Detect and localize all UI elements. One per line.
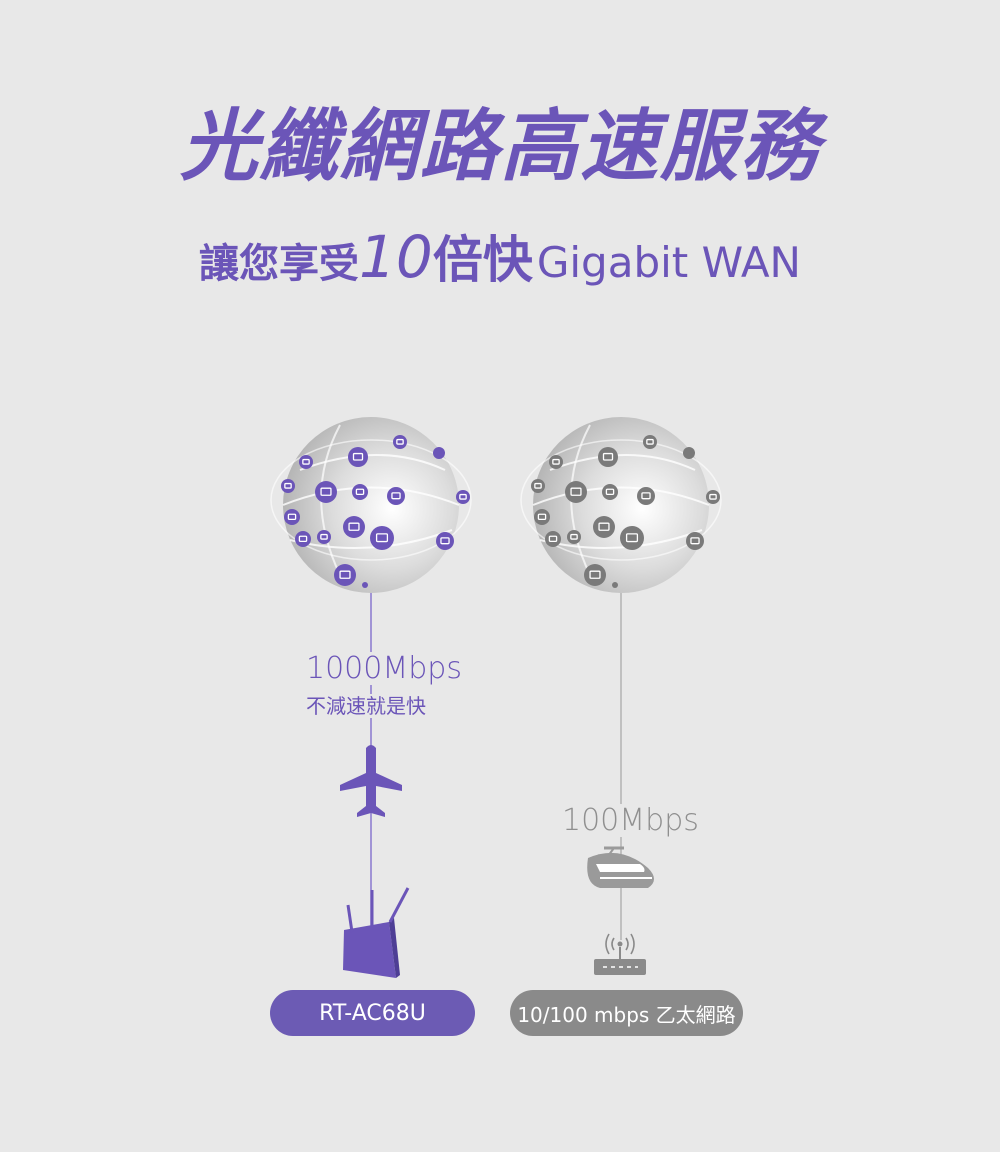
subtitle-suffix: Gigabit WAN: [536, 238, 801, 287]
device-node-icon: [637, 487, 655, 505]
ethernet-label-badge: 10/100 mbps 乙太網路: [510, 990, 743, 1036]
device-node-icon: [683, 447, 695, 459]
device-glyph-icon: [339, 570, 351, 579]
device-node-icon: [706, 490, 720, 504]
device-node-icon: [620, 526, 644, 550]
modem-icon: [594, 933, 646, 975]
gigabit-speed-label: 1000Mbps: [304, 651, 464, 686]
device-node-icon: [598, 447, 618, 467]
device-glyph-icon: [605, 488, 615, 496]
device-glyph-icon: [348, 522, 360, 531]
device-glyph-icon: [598, 522, 610, 531]
device-node-icon: [348, 447, 368, 467]
device-glyph-icon: [641, 492, 651, 500]
device-node-icon: [686, 532, 704, 550]
page-subtitle: 讓您享受10倍快Gigabit WAN: [0, 228, 1000, 286]
device-glyph-icon: [602, 452, 614, 461]
device-glyph-icon: [625, 533, 639, 543]
device-glyph-icon: [355, 488, 365, 496]
high-speed-train-icon: [587, 846, 654, 888]
device-node-icon: [284, 509, 300, 525]
subtitle-number: 10: [359, 223, 433, 291]
device-glyph-icon: [375, 533, 389, 543]
device-node-icon: [584, 564, 606, 586]
device-glyph-icon: [570, 533, 578, 540]
device-node-icon: [643, 435, 657, 449]
device-glyph-icon: [320, 533, 328, 540]
device-node-icon: [534, 509, 550, 525]
device-glyph-icon: [298, 535, 308, 543]
gigabit-device-nodes: [281, 435, 470, 588]
rt-ac68u-label-badge: RT-AC68U: [270, 990, 475, 1036]
device-glyph-icon: [589, 570, 601, 579]
device-glyph-icon: [302, 458, 310, 465]
standard-device-nodes: [531, 435, 720, 588]
device-node-icon: [295, 531, 311, 547]
device-glyph-icon: [352, 452, 364, 461]
device-node-icon: [456, 490, 470, 504]
device-glyph-icon: [537, 513, 547, 521]
device-node-icon: [299, 455, 313, 469]
device-node-icon: [362, 582, 368, 588]
device-glyph-icon: [709, 493, 717, 500]
device-glyph-icon: [552, 458, 560, 465]
device-glyph-icon: [690, 537, 700, 545]
device-node-icon: [387, 487, 405, 505]
device-glyph-icon: [646, 438, 654, 445]
device-node-icon: [436, 532, 454, 550]
device-node-icon: [343, 516, 365, 538]
device-node-icon: [602, 484, 618, 500]
device-node-icon: [281, 479, 295, 493]
device-node-icon: [549, 455, 563, 469]
device-node-icon: [370, 526, 394, 550]
router-icon: [343, 887, 410, 978]
device-node-icon: [393, 435, 407, 449]
device-glyph-icon: [287, 513, 297, 521]
device-node-icon: [315, 481, 337, 503]
device-node-icon: [352, 484, 368, 500]
device-node-icon: [433, 447, 445, 459]
device-node-icon: [531, 479, 545, 493]
gigabit-speed-note: 不減速就是快: [303, 694, 429, 718]
device-glyph-icon: [459, 493, 467, 500]
standard-speed-label: 100Mbps: [560, 803, 701, 838]
device-glyph-icon: [534, 482, 542, 489]
device-glyph-icon: [440, 537, 450, 545]
device-node-icon: [334, 564, 356, 586]
device-glyph-icon: [284, 482, 292, 489]
device-node-icon: [565, 481, 587, 503]
device-glyph-icon: [548, 535, 558, 543]
device-node-icon: [612, 582, 618, 588]
page-title: 光纖網路高速服務: [179, 102, 820, 192]
device-glyph-icon: [570, 487, 582, 496]
device-glyph-icon: [320, 487, 332, 496]
device-node-icon: [593, 516, 615, 538]
airplane-icon: [340, 745, 402, 817]
device-glyph-icon: [391, 492, 401, 500]
subtitle-fast: 倍快: [432, 231, 533, 289]
subtitle-prefix: 讓您享受: [199, 241, 360, 287]
device-node-icon: [317, 530, 331, 544]
gigabit-globe-icon: [270, 417, 472, 593]
standard-globe-icon: [520, 417, 722, 593]
device-glyph-icon: [396, 438, 404, 445]
device-node-icon: [545, 531, 561, 547]
device-node-icon: [567, 530, 581, 544]
